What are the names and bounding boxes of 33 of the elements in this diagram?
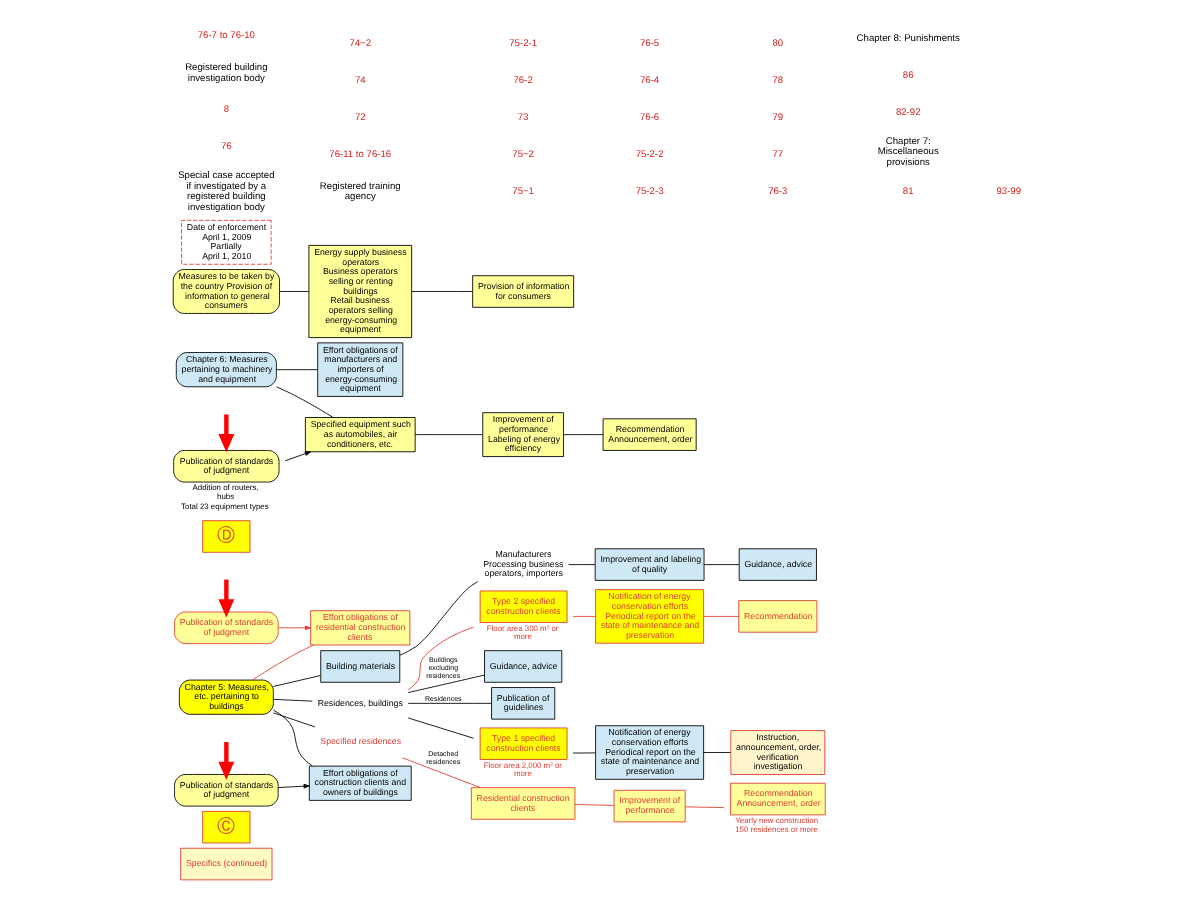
connector: [411, 291, 473, 292]
connector: [703, 564, 740, 566]
connector: [563, 434, 604, 436]
connector: [273, 675, 321, 687]
node-box: Ⓒ: [202, 810, 251, 844]
connector: [407, 626, 474, 691]
arrow: [218, 579, 235, 618]
arrow: [218, 742, 235, 780]
connector: [252, 644, 314, 681]
arrow: [277, 625, 312, 631]
connector: [703, 752, 731, 753]
connector: [273, 712, 316, 728]
connector: [276, 386, 334, 418]
arrow: [284, 451, 311, 462]
connector: [568, 564, 596, 566]
connector: [273, 698, 313, 702]
connector: [276, 369, 318, 371]
node-box: Ⓓ: [202, 520, 251, 553]
connector: [407, 702, 492, 704]
connector: [572, 752, 596, 754]
connector: [273, 709, 313, 767]
connector: [279, 291, 310, 292]
arrow: [277, 783, 310, 789]
connector: [407, 674, 485, 694]
connector: [703, 615, 740, 617]
connector: [399, 581, 479, 656]
connector: [407, 717, 474, 739]
connector: [574, 804, 615, 806]
connector: [402, 757, 481, 788]
connector: [684, 806, 725, 809]
connector: [572, 615, 596, 617]
arrow: [218, 414, 235, 453]
connector: [414, 434, 484, 436]
